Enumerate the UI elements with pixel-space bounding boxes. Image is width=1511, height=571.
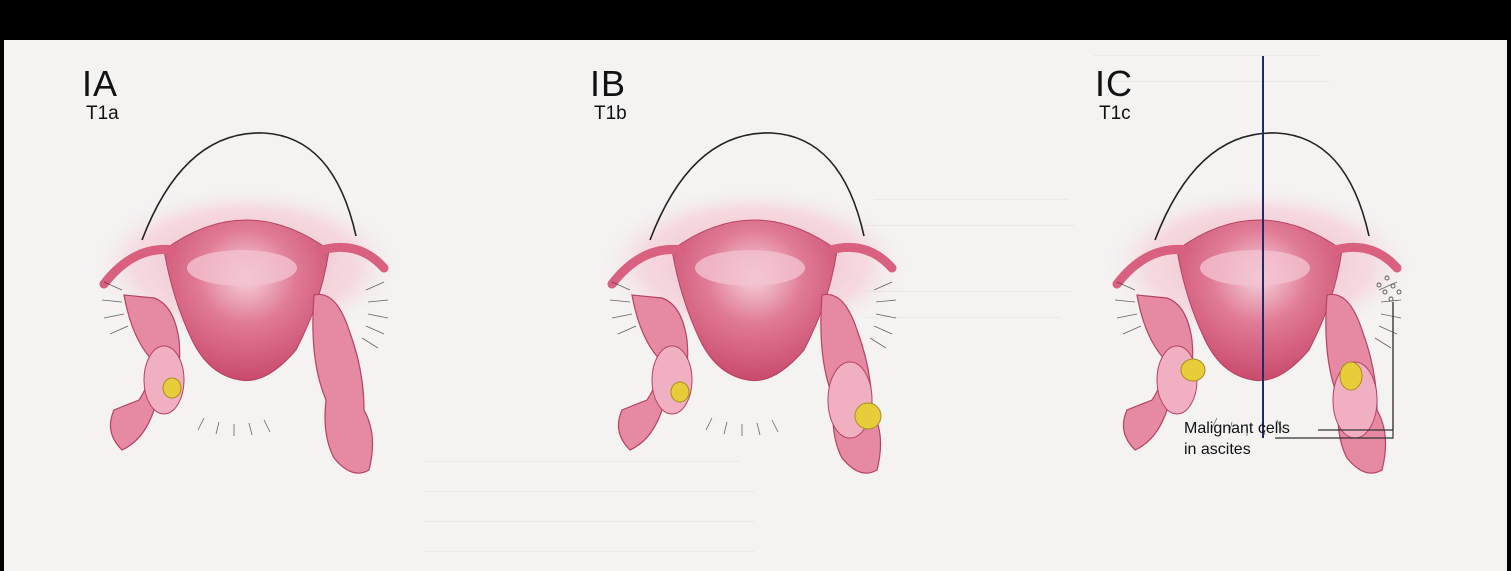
callout-connector bbox=[4, 40, 1507, 571]
figure-page: ——————————————— ——————————————— ————————… bbox=[4, 40, 1507, 571]
